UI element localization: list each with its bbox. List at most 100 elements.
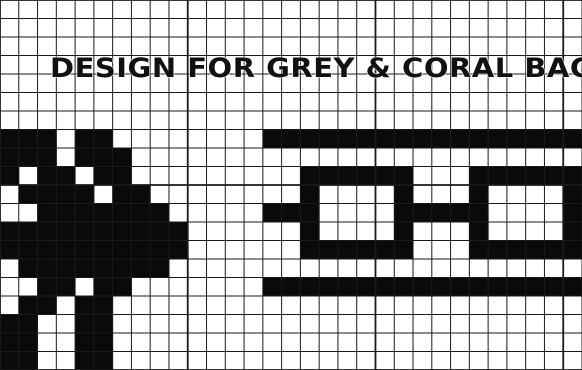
filled-stitch-cell bbox=[19, 333, 38, 352]
filled-stitch-cell bbox=[94, 222, 113, 241]
filled-stitch-cell bbox=[169, 222, 188, 241]
filled-stitch-cell bbox=[38, 296, 57, 315]
filled-stitch-cell bbox=[38, 278, 57, 297]
filled-stitch-cell bbox=[488, 278, 507, 297]
filled-stitch-cell bbox=[19, 222, 38, 241]
filled-stitch-cell bbox=[526, 167, 545, 186]
filled-stitch-cell bbox=[300, 241, 319, 260]
filled-stitch-cell bbox=[38, 222, 57, 241]
filled-stitch-cell bbox=[507, 130, 526, 149]
filled-stitch-cell bbox=[563, 130, 582, 149]
filled-stitch-cell bbox=[394, 222, 413, 241]
filled-stitch-cell bbox=[432, 204, 451, 223]
filled-stitch-cell bbox=[94, 130, 113, 149]
filled-stitch-cell bbox=[319, 130, 338, 149]
filled-stitch-cell bbox=[338, 278, 357, 297]
filled-stitch-cell bbox=[0, 352, 19, 370]
filled-stitch-cell bbox=[469, 241, 488, 260]
filled-stitch-cell bbox=[507, 278, 526, 297]
filled-stitch-cell bbox=[94, 204, 113, 223]
filled-stitch-cell bbox=[113, 278, 132, 297]
filled-stitch-cell bbox=[469, 167, 488, 186]
filled-stitch-cell bbox=[300, 167, 319, 186]
filled-stitch-cell bbox=[75, 130, 94, 149]
filled-stitch-cell bbox=[263, 130, 282, 149]
filled-stitch-cell bbox=[0, 222, 19, 241]
filled-stitch-cell bbox=[488, 167, 507, 186]
filled-stitch-cell bbox=[113, 148, 132, 167]
filled-stitch-cell bbox=[94, 315, 113, 334]
filled-stitch-cell bbox=[300, 185, 319, 204]
filled-stitch-cell bbox=[94, 148, 113, 167]
filled-stitch-cell bbox=[394, 167, 413, 186]
filled-stitch-cell bbox=[19, 185, 38, 204]
filled-stitch-cell bbox=[319, 278, 338, 297]
filled-stitch-cell bbox=[113, 204, 132, 223]
filled-stitch-cell bbox=[131, 222, 150, 241]
filled-stitch-cell bbox=[75, 296, 94, 315]
filled-stitch-cell bbox=[75, 315, 94, 334]
filled-stitch-cell bbox=[169, 241, 188, 260]
filled-stitch-cell bbox=[432, 130, 451, 149]
filled-stitch-cell bbox=[19, 315, 38, 334]
filled-stitch-cell bbox=[75, 352, 94, 370]
filled-stitch-cell bbox=[375, 278, 394, 297]
filled-stitch-cell bbox=[413, 130, 432, 149]
filled-stitch-cell bbox=[19, 241, 38, 260]
filled-stitch-cell bbox=[263, 204, 282, 223]
filled-stitch-cell bbox=[56, 185, 75, 204]
filled-stitch-cell bbox=[38, 148, 57, 167]
filled-stitch-cell bbox=[488, 130, 507, 149]
filled-stitch-cell bbox=[131, 259, 150, 278]
filled-stitch-cell bbox=[19, 259, 38, 278]
filled-stitch-cell bbox=[544, 241, 563, 260]
filled-stitch-cell bbox=[113, 167, 132, 186]
filled-stitch-cell bbox=[131, 204, 150, 223]
filled-stitch-cell bbox=[94, 333, 113, 352]
filled-stitch-cell bbox=[38, 259, 57, 278]
filled-stitch-cell bbox=[469, 130, 488, 149]
filled-stitch-cell bbox=[338, 167, 357, 186]
filled-stitch-cell bbox=[394, 130, 413, 149]
filled-stitch-cell bbox=[563, 185, 582, 204]
filled-stitch-cell bbox=[375, 130, 394, 149]
filled-stitch-cell bbox=[75, 241, 94, 260]
filled-stitch-cell bbox=[131, 241, 150, 260]
filled-stitch-cell bbox=[0, 333, 19, 352]
filled-stitch-cell bbox=[394, 278, 413, 297]
filled-stitch-cell bbox=[0, 167, 19, 186]
filled-stitch-cell bbox=[507, 167, 526, 186]
filled-stitch-cell bbox=[357, 278, 376, 297]
filled-stitch-cell bbox=[300, 222, 319, 241]
filled-stitch-cell bbox=[19, 148, 38, 167]
filled-stitch-cell bbox=[56, 204, 75, 223]
filled-stitch-cell bbox=[282, 204, 301, 223]
filled-stitch-cell bbox=[75, 333, 94, 352]
filled-stitch-cell bbox=[94, 296, 113, 315]
filled-stitch-cell bbox=[563, 204, 582, 223]
filled-stitch-cell bbox=[357, 167, 376, 186]
filled-stitch-cell bbox=[38, 130, 57, 149]
filled-stitch-cell bbox=[469, 204, 488, 223]
filled-stitch-cell bbox=[469, 278, 488, 297]
filled-stitch-cell bbox=[526, 278, 545, 297]
filled-stitch-cell bbox=[469, 185, 488, 204]
filled-stitch-cell bbox=[56, 278, 75, 297]
filled-stitch-cell bbox=[451, 130, 470, 149]
filled-stitch-cell bbox=[94, 352, 113, 370]
filled-stitch-cell bbox=[338, 130, 357, 149]
filled-stitch-cell bbox=[375, 241, 394, 260]
filled-stitch-cell bbox=[56, 241, 75, 260]
filled-stitch-cell bbox=[544, 167, 563, 186]
filled-stitch-cell bbox=[357, 130, 376, 149]
filled-stitch-cell bbox=[300, 204, 319, 223]
filled-stitch-cell bbox=[338, 241, 357, 260]
filled-stitch-cell bbox=[150, 204, 169, 223]
chart-title: DESIGN FOR GREY & CORAL BAG bbox=[50, 52, 582, 83]
filled-stitch-cell bbox=[113, 241, 132, 260]
filled-stitch-cell bbox=[300, 130, 319, 149]
filled-stitch-cell bbox=[38, 167, 57, 186]
filled-stitch-cell bbox=[282, 278, 301, 297]
filled-stitch-cell bbox=[19, 130, 38, 149]
